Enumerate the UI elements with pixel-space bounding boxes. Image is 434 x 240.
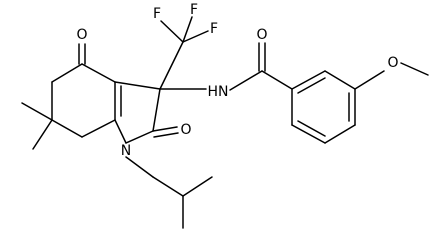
bond-c2-o — [152, 126, 178, 132]
bond-co-aryl — [261, 70, 293, 90]
bond-ar5-ar6 — [291, 124, 326, 144]
bond-n1-c7a — [114, 119, 127, 144]
bond-c6-c7 — [51, 119, 83, 138]
bond-cf3-f3 — [182, 30, 209, 43]
atom-ring-nitrogen: N — [121, 143, 131, 159]
atom-lactam-oxygen: O — [180, 122, 191, 138]
bond-layer — [21, 16, 429, 229]
bond-c3a-c3 — [114, 81, 161, 90]
molecule-drawing: O O O O N HN F F F — [21, 2, 429, 229]
atom-amide-nh: HN — [208, 84, 229, 100]
bond-c2-n1 — [125, 130, 154, 144]
bond-ar1-ar2 — [291, 70, 326, 90]
bond-nh-co — [229, 70, 263, 91]
bond-c3a-c4 — [81, 63, 116, 83]
bond-ch2-ch — [152, 176, 184, 197]
bond-ar2-ar3 — [324, 70, 356, 90]
bond-cf3-f1 — [160, 20, 184, 43]
bond-ar-inner-1 — [297, 77, 326, 94]
bond-ar4-ar5 — [324, 124, 356, 144]
bond-ar3-ome — [354, 70, 385, 90]
bond-ar-inner-3 — [297, 120, 326, 137]
bond-c4-c5 — [51, 63, 83, 83]
atom-methoxy-oxygen: O — [387, 55, 398, 71]
atom-fluorine-1: F — [153, 6, 161, 22]
bond-c7-c7a — [81, 119, 116, 138]
bond-cf3-f2 — [182, 16, 193, 43]
atom-fluorine-3: F — [210, 21, 218, 37]
atom-fluorine-2: F — [190, 2, 198, 18]
bond-c3-cf3 — [159, 41, 184, 90]
bond-c6-me1 — [21, 102, 53, 121]
bond-n1-ch2 — [125, 156, 154, 178]
atom-amide-oxygen: O — [256, 27, 267, 43]
atom-ketone-oxygen: O — [76, 27, 87, 43]
bond-ch-me1 — [182, 176, 213, 197]
bond-c3-c2 — [152, 88, 161, 132]
atom-label-layer: O O O O N HN F F F — [76, 2, 398, 159]
bond-ome-me — [400, 62, 429, 76]
structure-canvas: O O O O N HN F F F — [21, 2, 429, 229]
bond-c6-me2 — [32, 119, 53, 150]
bond-c2-o-double — [153, 132, 179, 138]
